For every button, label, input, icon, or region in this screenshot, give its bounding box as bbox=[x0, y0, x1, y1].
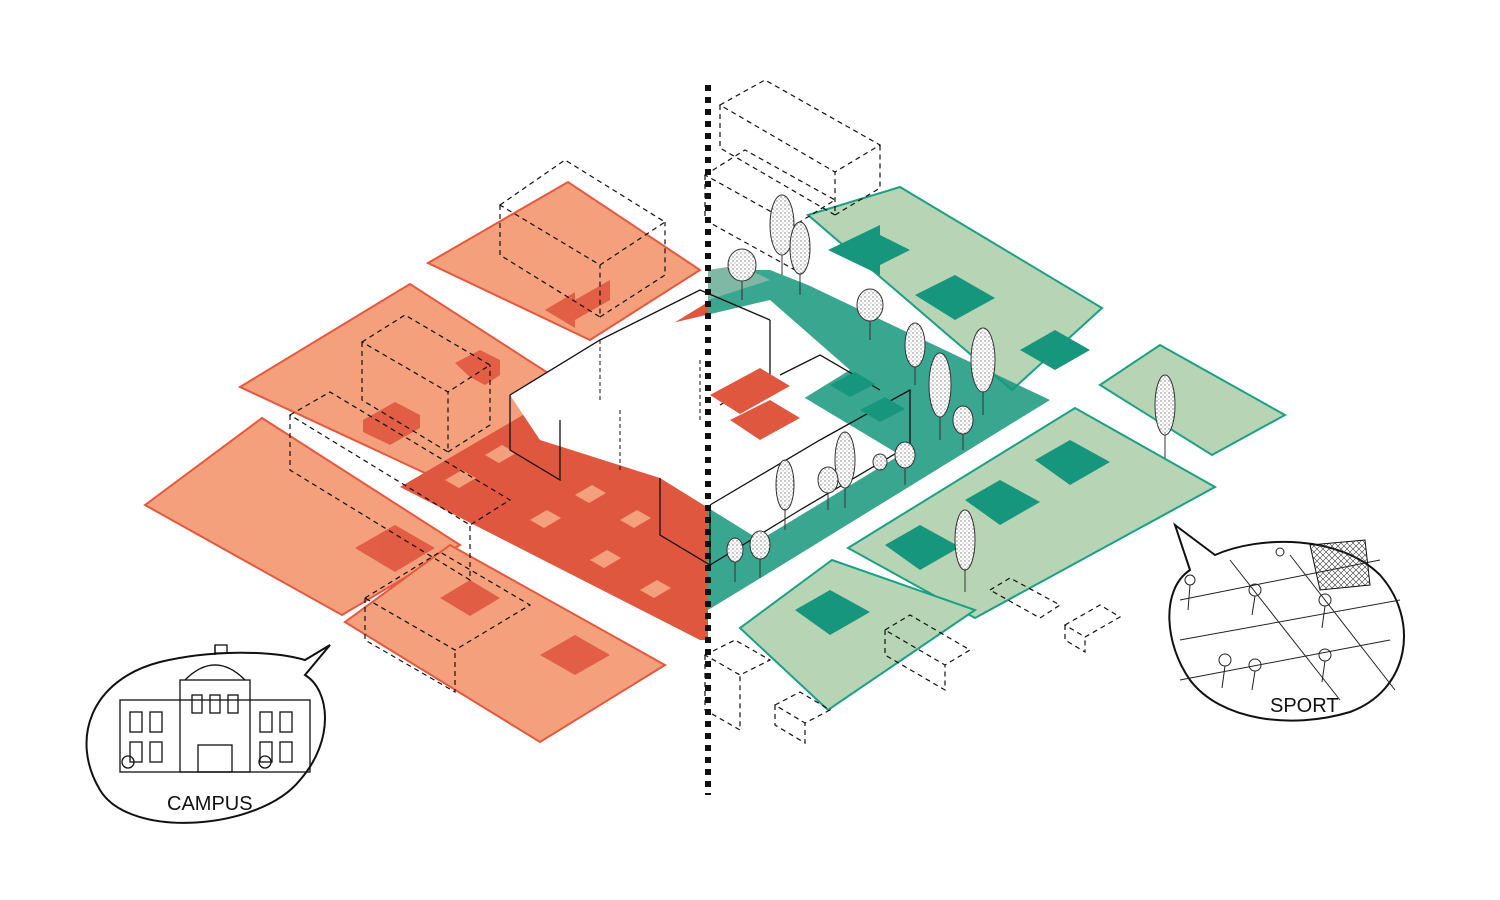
tree-round bbox=[749, 530, 771, 578]
tree-round bbox=[817, 466, 839, 510]
campus-arrows bbox=[355, 280, 610, 675]
campus-label: CAMPUS bbox=[167, 793, 253, 815]
tree-tall bbox=[970, 327, 996, 415]
tree-tall bbox=[954, 509, 976, 592]
campus-dashed-buildings bbox=[288, 159, 667, 694]
courtyard-tiles bbox=[445, 430, 691, 598]
tree-tall bbox=[904, 322, 926, 385]
tree-tall bbox=[769, 194, 795, 275]
campus-plane-large bbox=[143, 416, 462, 617]
sport-plane-small bbox=[1098, 343, 1288, 457]
tree-tall bbox=[1154, 374, 1176, 458]
tree-tall bbox=[834, 431, 856, 508]
sport-bubble: SPORT bbox=[1168, 522, 1405, 722]
tree-round bbox=[727, 248, 757, 300]
tree-round bbox=[856, 288, 884, 340]
tree-round bbox=[872, 453, 888, 471]
sport-plane-bottom bbox=[738, 558, 978, 712]
tree-round bbox=[952, 405, 974, 450]
campus-bubble: CAMPUS bbox=[85, 644, 331, 824]
campus-plane-bottom bbox=[343, 543, 667, 744]
trees bbox=[726, 194, 1176, 592]
tree-tall bbox=[928, 352, 952, 440]
sport-label: SPORT bbox=[1270, 695, 1339, 717]
tree-tall bbox=[775, 459, 795, 530]
campus-building-icon bbox=[119, 644, 311, 773]
tree-round bbox=[726, 537, 744, 582]
campus-plane-top bbox=[425, 180, 702, 342]
sport-arrows bbox=[795, 225, 1110, 635]
tree-tall bbox=[789, 221, 811, 295]
football-field-icon bbox=[1179, 539, 1401, 701]
tree-round bbox=[894, 441, 916, 485]
